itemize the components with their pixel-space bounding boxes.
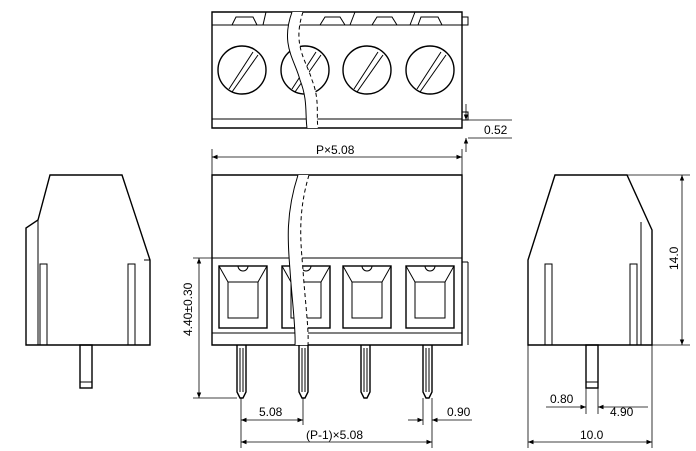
dim-pin-height: 4.40±0.30	[181, 282, 195, 336]
dim-depth: 10.0	[580, 428, 604, 442]
pin-2	[298, 345, 309, 399]
wire-entry-1	[218, 265, 268, 329]
wire-entry-4	[405, 265, 455, 329]
top-view: 0.52	[211, 11, 512, 152]
right-side-view: 14.0 0.80 4.90 10.0	[527, 174, 690, 448]
pin-1	[236, 345, 247, 399]
wire-entry-3	[342, 265, 392, 329]
dim-pin-width: 0.90	[447, 405, 471, 419]
screw-1	[217, 45, 267, 95]
dim-height: 14.0	[667, 246, 681, 270]
left-side-view	[25, 174, 151, 389]
dim-width-total: P×5.08	[316, 143, 355, 157]
dim-pitch: 5.08	[259, 405, 283, 419]
pin-3	[360, 345, 371, 399]
screw-4	[405, 45, 455, 95]
screw-3	[342, 45, 392, 95]
pin-4	[422, 345, 433, 399]
front-view: P×5.08	[181, 143, 472, 448]
dim-pin-thickness: 0.80	[550, 392, 574, 406]
dim-pin-position: 4.90	[610, 405, 634, 419]
dim-pitch-total: (P-1)×5.08	[306, 428, 363, 442]
dim-pin-offset: 0.52	[484, 123, 508, 137]
